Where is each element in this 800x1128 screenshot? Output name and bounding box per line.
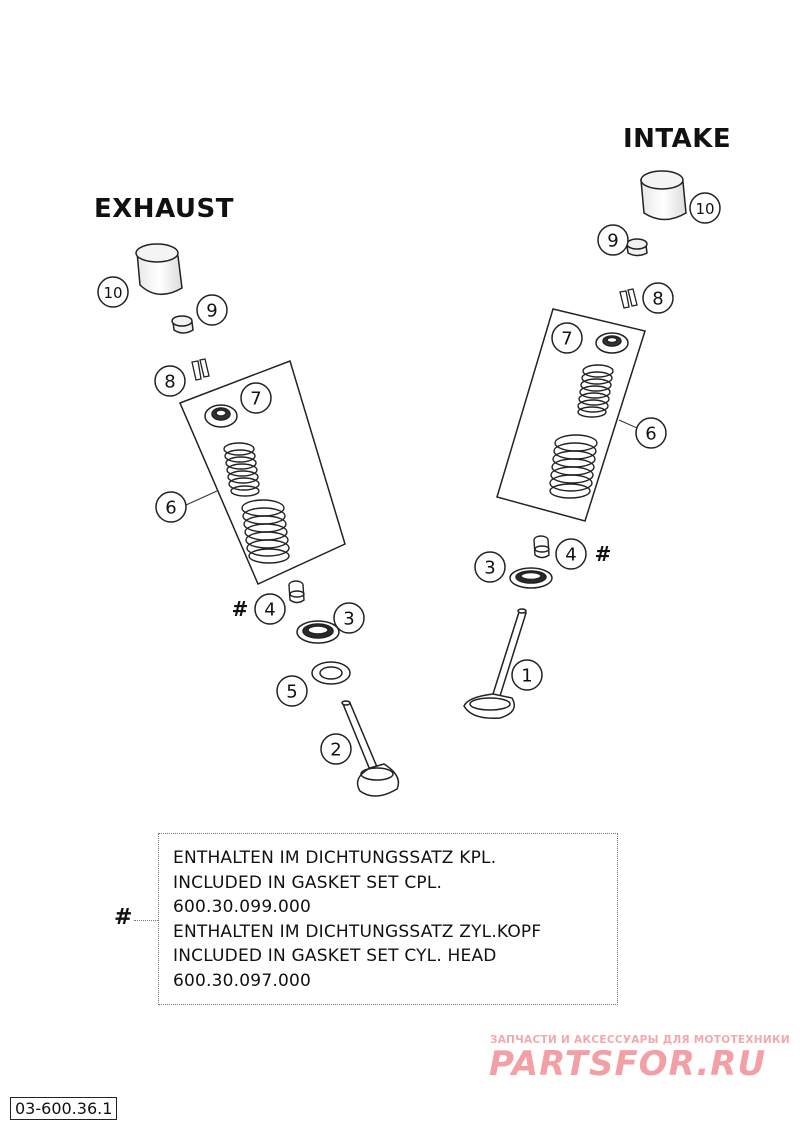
legend-line-4: ENTHALTEN IM DICHTUNGSSATZ ZYL.KOPF — [173, 921, 542, 942]
callout-exhaust-7 — [240, 382, 272, 414]
intake-bucket-tappet — [640, 170, 687, 221]
watermark-tagline: ЗАПЧАСТИ И АКСЕССУАРЫ ДЛЯ МОТОТЕХНИКИ — [490, 1034, 790, 1046]
intake-valve-stem-seal — [533, 535, 550, 559]
callout-intake-3-number: 3 — [484, 558, 495, 579]
callout-intake-4 — [555, 538, 587, 570]
callout-exhaust-9-number: 9 — [206, 301, 217, 322]
callout-intake-1 — [511, 659, 543, 691]
callout-exhaust-2 — [320, 733, 352, 765]
callout-intake-3 — [474, 551, 506, 583]
gasket-markers: # # — [232, 542, 612, 621]
callout-exhaust-6 — [155, 491, 187, 523]
intake-gasket-marker: # — [595, 542, 612, 566]
exhaust-spring-retainer — [204, 404, 238, 428]
callout-intake-8 — [642, 282, 674, 314]
callout-exhaust-6-number: 6 — [165, 498, 176, 519]
callout-intake-8-number: 8 — [652, 289, 663, 310]
intake-shim — [626, 238, 648, 257]
callout-exhaust-8-number: 8 — [164, 372, 175, 393]
callout-exhaust-9 — [196, 294, 228, 326]
intake-spring-seat — [509, 567, 553, 589]
exhaust-spring-seat — [296, 620, 340, 644]
legend-line-2: INCLUDED IN GASKET SET CPL. — [173, 872, 443, 893]
drawing-number: 03-600.36.1 — [10, 1097, 118, 1120]
callout-intake-10-number: 10 — [695, 200, 714, 218]
intake-spring-retainer — [595, 332, 629, 354]
callout-circles — [97, 192, 721, 765]
callout-exhaust-8 — [154, 365, 186, 397]
callout-exhaust-3 — [333, 602, 365, 634]
callout-exhaust-10-number: 10 — [103, 284, 122, 302]
exhaust-valve-collets — [191, 358, 210, 381]
exhaust-heading: EXHAUST — [94, 194, 234, 224]
watermark-brand: PARTSFOR.RU — [489, 1044, 767, 1084]
callout-exhaust-4-number: 4 — [264, 600, 275, 621]
legend-leader-line — [134, 920, 158, 921]
callout-intake-6-number: 6 — [645, 424, 656, 445]
legend-gasket-marker: # — [114, 905, 133, 930]
exhaust-valve — [341, 700, 400, 797]
intake-valve-springs — [549, 364, 614, 499]
callout-numbers: 10 9 8 7 6 4 3 5 2 10 9 8 7 6 4 3 1 — [103, 200, 714, 761]
intake-valve — [463, 608, 527, 719]
callout-intake-4-number: 4 — [565, 545, 576, 566]
legend-line-3: 600.30.099.000 — [173, 897, 311, 917]
intake-heading: INTAKE — [623, 124, 732, 154]
callout-intake-6 — [635, 417, 667, 449]
callout-exhaust-3-number: 3 — [343, 609, 354, 630]
exhaust-gasket-marker: # — [232, 597, 249, 621]
legend-line-6: 600.30.097.000 — [173, 970, 311, 991]
exhaust-bucket-tappet — [135, 243, 183, 295]
callout-intake-10 — [689, 192, 721, 224]
intake-spring-group-frame — [496, 308, 646, 522]
intake-valve-collets — [619, 288, 638, 309]
leader-lines — [185, 419, 638, 506]
callout-exhaust-4 — [254, 593, 286, 625]
callout-intake-9 — [597, 224, 629, 256]
callout-intake-1-number: 1 — [521, 666, 532, 687]
gasket-set-legend: ENTHALTEN IM DICHTUNGSSATZ KPL. INCLUDED… — [158, 833, 618, 1005]
callout-intake-9-number: 9 — [607, 231, 618, 252]
callout-exhaust-2-number: 2 — [330, 740, 341, 761]
callout-exhaust-5-number: 5 — [286, 682, 297, 703]
exhaust-washer — [311, 661, 351, 685]
callout-exhaust-5 — [276, 675, 308, 707]
legend-line-5: INCLUDED IN GASKET SET CYL. HEAD — [173, 946, 497, 966]
exhaust-valve-springs — [223, 442, 290, 564]
callout-exhaust-10 — [97, 276, 129, 308]
callout-exhaust-7-number: 7 — [250, 389, 261, 410]
legend-line-1: ENTHALTEN IM DICHTUNGSSATZ KPL. — [173, 848, 497, 868]
exhaust-spring-group-frame — [179, 360, 346, 586]
exhaust-valve-stem-seal — [288, 580, 305, 604]
callout-intake-7 — [551, 322, 583, 354]
exhaust-shim — [171, 315, 194, 334]
callout-intake-7-number: 7 — [561, 329, 572, 350]
